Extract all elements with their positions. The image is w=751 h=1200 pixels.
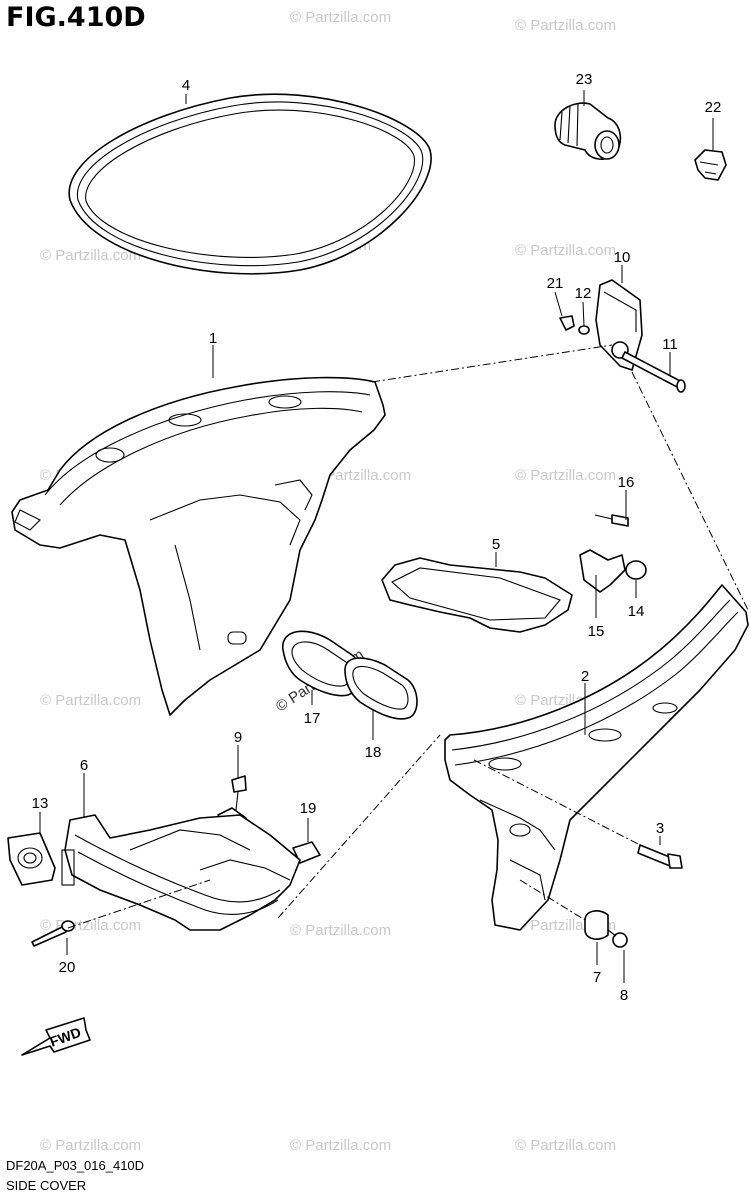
part-11-pin <box>621 351 686 393</box>
callout-21: 21 <box>547 275 564 292</box>
watermark: © Partzilla.com <box>290 922 391 939</box>
watermark: © Partzilla.com <box>515 1137 616 1154</box>
watermark: © Partzilla.com <box>310 467 411 484</box>
callout-14: 14 <box>628 603 645 620</box>
callout-20: 20 <box>59 959 76 976</box>
part-1-side-cover-upper <box>11 376 386 716</box>
callout-6: 6 <box>80 757 88 774</box>
part-8-bolt <box>607 929 628 948</box>
callout-9: 9 <box>234 729 242 746</box>
watermark: © Partzilla.com <box>40 247 141 264</box>
assembly-lines <box>67 344 749 929</box>
callout-1: 1 <box>209 330 217 347</box>
part-6-lower-cover <box>61 814 301 931</box>
callout-12: 12 <box>575 285 592 302</box>
fwd-arrow: FWD <box>21 1017 91 1056</box>
watermark: © Partzilla.com <box>515 242 616 259</box>
part-18-seal <box>344 657 418 720</box>
part-20-pin <box>31 920 75 947</box>
figure-title: FIG.410D <box>6 2 146 33</box>
callout-10: 10 <box>614 249 631 266</box>
callout-3: 3 <box>656 820 664 837</box>
callout-18: 18 <box>365 744 382 761</box>
callout-19: 19 <box>300 800 317 817</box>
callout-11: 11 <box>662 336 678 353</box>
part-21-clip <box>559 315 575 331</box>
callout-2: 2 <box>581 668 589 685</box>
callout-16: 16 <box>618 474 635 491</box>
watermark: © Partzilla.com <box>515 467 616 484</box>
part-7-grommet <box>584 910 609 940</box>
callouts: 1 2 3 4 5 6 7 8 9 10 11 12 13 14 15 16 1… <box>32 71 722 1004</box>
callout-15: 15 <box>588 623 605 640</box>
figure-code: DF20A_P03_016_410D <box>6 1158 144 1173</box>
callout-8: 8 <box>620 987 628 1004</box>
watermark: © Partzilla.com <box>40 692 141 709</box>
callout-17: 17 <box>304 710 321 727</box>
part-5-gasket <box>381 557 573 633</box>
part-22-clip <box>694 149 727 181</box>
part-12-washer <box>578 325 590 335</box>
part-4-seal <box>68 93 432 275</box>
watermark: © Partzilla.com <box>515 17 616 34</box>
part-10-bracket <box>595 279 643 371</box>
callout-22: 22 <box>705 99 722 116</box>
figure-name: SIDE COVER <box>6 1178 86 1193</box>
callout-7: 7 <box>593 969 601 986</box>
leader-lines <box>39 90 714 983</box>
part-2-side-cover-lower <box>444 584 749 931</box>
callout-13: 13 <box>32 795 49 812</box>
part-3-bolt <box>637 844 683 869</box>
watermark: © Partzilla.com <box>40 1137 141 1154</box>
callout-5: 5 <box>492 536 500 553</box>
part-15-bracket <box>579 549 626 593</box>
watermark: © Partzilla.com <box>290 9 391 26</box>
part-23-grommet <box>554 102 622 160</box>
part-17-seal <box>282 630 361 697</box>
part-13-grommet <box>7 832 56 886</box>
callout-4: 4 <box>182 77 190 94</box>
watermark: © Partzilla.com <box>290 1137 391 1154</box>
part-14-cap <box>625 560 647 580</box>
callout-23: 23 <box>576 71 593 88</box>
part-16-screw <box>594 514 629 527</box>
